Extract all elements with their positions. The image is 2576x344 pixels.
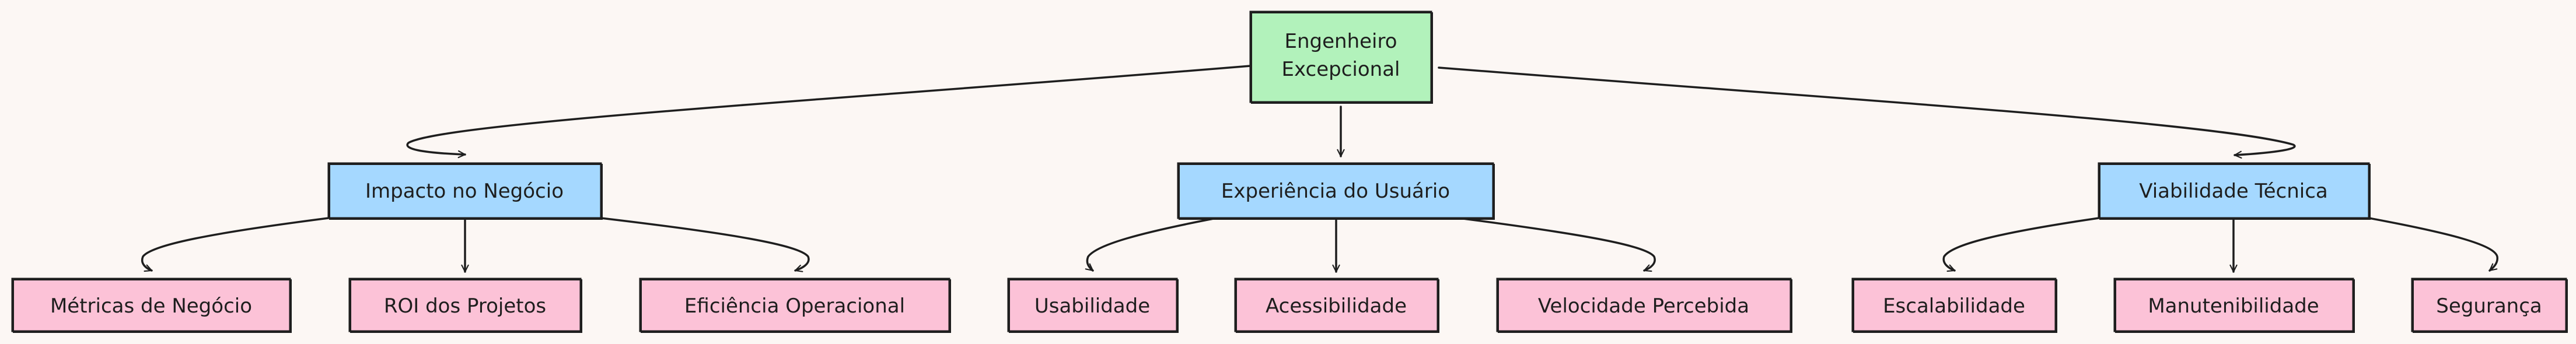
leaf-box — [1496, 278, 1792, 332]
leaf-node-acessibilidade: Acessibilidade — [1234, 278, 1439, 333]
category-node-experiencia: Experiência do Usuário — [1177, 162, 1495, 220]
leaf-box — [1851, 278, 2057, 332]
leaf-label: Escalabilidade — [1883, 294, 2025, 318]
leaf-label: Acessibilidade — [1266, 294, 1407, 318]
leaf-label: Usabilidade — [1034, 294, 1150, 318]
sketch-outline — [2413, 279, 2568, 333]
leaf-node-usabilidade: Usabilidade — [1007, 278, 1179, 333]
sketch-outline — [1251, 12, 1433, 104]
leaf-label: Segurança — [2436, 294, 2542, 318]
leaf-box — [2411, 278, 2567, 332]
category-label: Experiência do Usuário — [1221, 180, 1450, 203]
sketch-outline — [1236, 279, 1439, 333]
category-box — [2098, 162, 2370, 219]
leaf-label: ROI dos Projetos — [384, 294, 546, 318]
leaf-box — [11, 278, 291, 332]
edge-root-to-impacto — [406, 65, 1252, 159]
category-label: Impacto no Negócio — [365, 180, 564, 203]
leaf-node-manutenibilidade: Manutenibilidade — [2113, 278, 2355, 333]
leaf-node-escalabilidade: Escalabilidade — [1851, 278, 2057, 333]
leaf-node-seguranca: Segurança — [2411, 278, 2568, 333]
leaf-box — [1234, 278, 1439, 332]
edge-root-to-viabilidade — [1438, 66, 2296, 159]
sketch-outline — [13, 279, 292, 333]
leaf-node-eficiencia: Eficiência Operacional — [639, 278, 951, 333]
sketch-outline — [641, 279, 951, 333]
root-box — [1249, 10, 1432, 103]
leaf-label: Manutenibilidade — [2148, 294, 2319, 318]
leaf-box — [2113, 278, 2354, 332]
root-label-line-2: Excepcional — [1282, 58, 1400, 81]
category-box — [327, 162, 602, 219]
leaf-node-velocidade: Velocidade Percebida — [1496, 278, 1792, 333]
sketch-outline — [350, 279, 582, 333]
edge-impacto-to-eficiencia — [600, 217, 810, 272]
leaf-node-roi: ROI dos Projetos — [348, 278, 582, 333]
category-box — [1177, 162, 1494, 219]
leaf-label: Eficiência Operacional — [684, 294, 905, 318]
sketch-outline — [1853, 279, 2057, 333]
edge-viabilidade-to-escalabilidade — [1942, 217, 2100, 272]
sketch-outline — [1009, 279, 1179, 333]
leaf-box — [348, 278, 582, 332]
leaf-label: Métricas de Negócio — [50, 294, 252, 318]
category-node-impacto: Impacto no Negócio — [327, 162, 603, 220]
leaf-box — [639, 278, 950, 332]
sketch-outline — [1498, 279, 1792, 333]
leaf-label: Velocidade Percebida — [1538, 294, 1749, 318]
root-label-line-1: Engenheiro — [1284, 30, 1397, 53]
leaf-box — [1007, 278, 1178, 332]
edge-impacto-to-metricas — [141, 217, 330, 272]
edges-layer — [141, 65, 2498, 273]
category-label: Viabilidade Técnica — [2139, 180, 2328, 203]
sketch-outline — [2115, 279, 2355, 333]
edge-experiencia-to-velocidade — [1457, 217, 1656, 272]
sketch-outline — [329, 164, 603, 220]
root-node: Engenheiro Excepcional — [1249, 10, 1433, 104]
edge-experiencia-to-usabilidade — [1085, 217, 1218, 272]
leaf-node-metricas: Métricas de Negócio — [11, 278, 292, 333]
edge-viabilidade-to-seguranca — [2368, 217, 2498, 272]
sketch-outline — [2099, 164, 2371, 220]
sketch-outline — [1179, 164, 1495, 220]
category-node-viabilidade: Viabilidade Técnica — [2098, 162, 2371, 220]
nodes-layer: Engenheiro Excepcional Impacto no Negóci… — [11, 10, 2568, 333]
